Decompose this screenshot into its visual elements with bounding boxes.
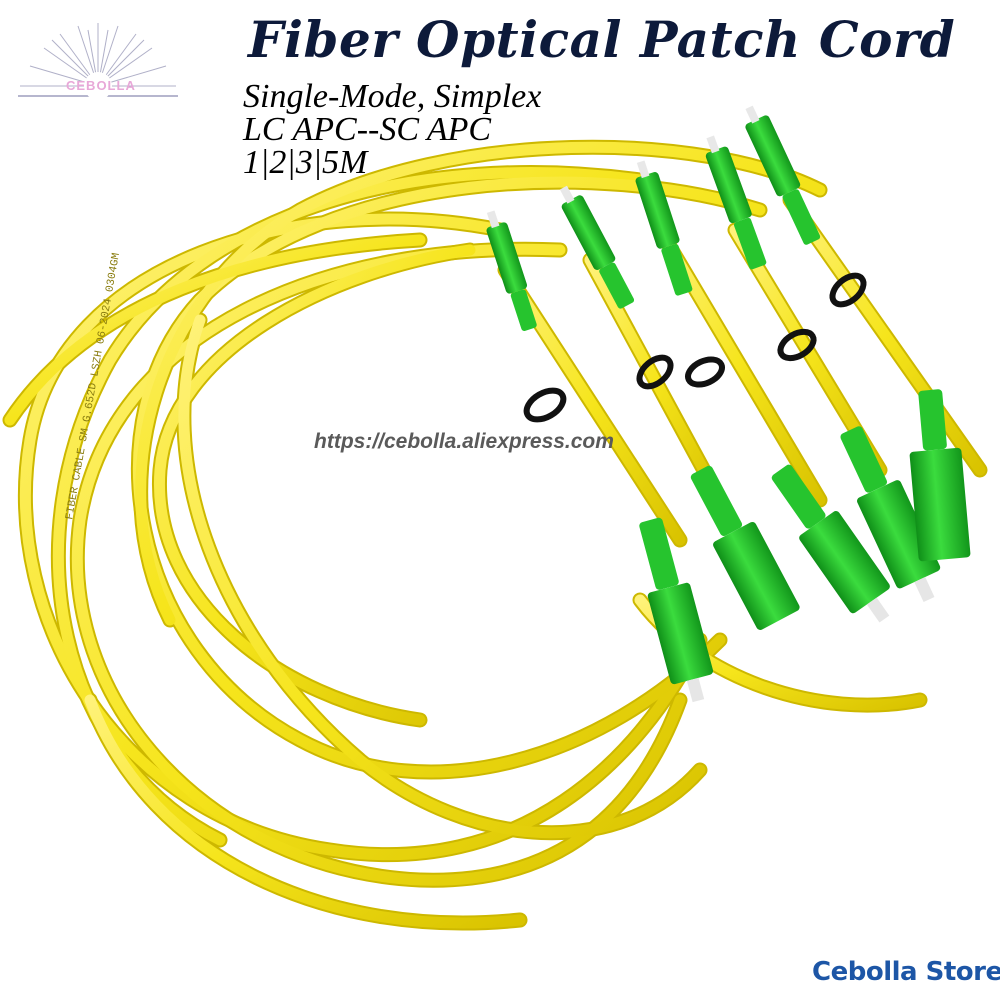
store-badge [788, 950, 1000, 1000]
logo-text: CEBOLLA [66, 78, 136, 93]
sc-connectors [639, 389, 971, 703]
spec-lengths: 1|2|3|5M [243, 144, 368, 181]
spec-connectors: LC APC--SC APC [243, 111, 492, 148]
product-title: Fiber Optical Patch Cord [248, 10, 956, 69]
store-badge-label: Cebolla Store [812, 957, 1000, 987]
store-url-watermark: https://cebolla.aliexpress.com [314, 430, 614, 453]
cable-ties [523, 272, 867, 423]
cable-coils [2, 139, 988, 931]
cebolla-logo: CEBOLLA [18, 18, 178, 148]
sunburst-icon [18, 23, 178, 100]
spec-mode: Single-Mode, Simplex [243, 78, 542, 115]
lc-connectors [486, 105, 821, 331]
